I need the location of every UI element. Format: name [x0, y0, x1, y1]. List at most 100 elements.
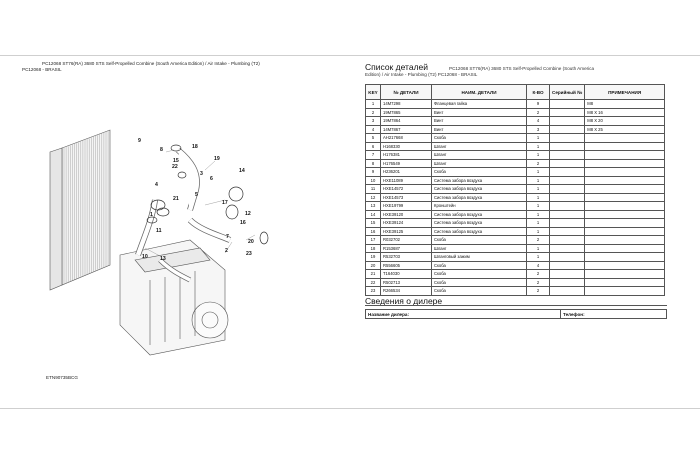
cell-key: 15 [365, 218, 381, 228]
cell-name: Скоба [431, 260, 527, 270]
cell-name: Винт [431, 124, 527, 134]
cell-note [584, 201, 665, 211]
cell-key: 14 [365, 209, 381, 219]
cell-serial [548, 209, 586, 219]
callout-label: 16 [240, 220, 246, 226]
cell-qty: 1 [526, 209, 550, 219]
cell-name: Скоба [431, 167, 527, 177]
callout-label: 14 [239, 168, 245, 174]
cell-name: Система забора воздуха [431, 192, 527, 202]
parts-table: KEY № ДЕТАЛИ НАИМ. ДЕТАЛИ К-ВО Серийный … [365, 84, 665, 296]
cell-serial [548, 243, 586, 253]
callout-label: 15 [173, 158, 179, 164]
dealer-name-field: Название дилера: [365, 309, 561, 319]
callout-label: 6 [210, 176, 213, 182]
figure-id: ETN90735BCG [46, 375, 78, 380]
cell-part-no: AH217668 [380, 133, 432, 143]
parts-list-title: Список деталей [365, 62, 429, 72]
cell-qty: 1 [526, 133, 550, 143]
cell-serial [548, 277, 586, 287]
cell-note [584, 209, 665, 219]
cell-qty: 2 [526, 107, 550, 117]
cell-key: 11 [365, 184, 381, 194]
cell-qty: 2 [526, 269, 550, 279]
cell-name: Шланг [431, 141, 527, 151]
cell-serial [548, 184, 586, 194]
cell-name: Шланг [431, 243, 527, 253]
dealer-divider [365, 305, 667, 306]
cell-qty: 1 [526, 175, 550, 185]
cell-serial [548, 218, 586, 228]
cell-key: 1 [365, 99, 381, 109]
cell-note [584, 252, 665, 262]
cell-name: Система забора воздуха [431, 218, 527, 228]
cell-part-no: R032702 [380, 235, 432, 245]
dealer-info-table: Название дилера: Телефон: [365, 309, 667, 319]
cell-name: Винт [431, 107, 527, 117]
cell-serial [548, 150, 586, 160]
callout-label: 11 [156, 228, 162, 234]
cell-serial [548, 286, 586, 296]
callout-label: 4 [155, 182, 158, 188]
cell-qty: 2 [526, 158, 550, 168]
engine-block-drawing [119, 239, 229, 356]
cell-qty: 2 [526, 286, 550, 296]
air-pipes-drawing [135, 147, 232, 283]
cell-note [584, 218, 665, 228]
callout-label: 20 [248, 239, 254, 245]
cell-serial [548, 158, 586, 168]
cell-key: 17 [365, 235, 381, 245]
cell-part-no: 14M7867 [380, 124, 432, 134]
radiator-drawing [49, 129, 111, 291]
callout-label: 3 [200, 171, 203, 177]
cell-part-no: HXE19799 [380, 201, 432, 211]
cell-key: 16 [365, 226, 381, 236]
clamps-drawing [146, 144, 269, 245]
cell-qty: 1 [526, 167, 550, 177]
cell-key: 6 [365, 141, 381, 151]
cell-serial [548, 226, 586, 236]
cell-qty: 1 [526, 184, 550, 194]
cell-serial [548, 124, 586, 134]
diagram-header: PC12068 ST76(RA) 3680 STS Self-Propelled… [22, 61, 322, 73]
parts-table-header: KEY № ДЕТАЛИ НАИМ. ДЕТАЛИ К-ВО Серийный … [365, 84, 665, 100]
cell-qty: 2 [526, 235, 550, 245]
cell-key: 9 [365, 167, 381, 177]
cell-name: Система забора воздуха [431, 226, 527, 236]
cell-note [584, 277, 665, 287]
cell-key: 8 [365, 158, 381, 168]
parts-list-subtitle: PC12068 ST76(RA) 3680 STS Self-Propelled… [365, 66, 645, 78]
cell-serial [548, 99, 586, 109]
cell-part-no: R153687 [380, 243, 432, 253]
cell-part-no: 19M7865 [380, 107, 432, 117]
callout-label: 10 [142, 254, 148, 260]
cell-part-no: R502713 [380, 277, 432, 287]
cell-key: 21 [365, 269, 381, 279]
callout-label: 17 [222, 200, 228, 206]
callout-label: 9 [138, 138, 141, 144]
callout-label: 19 [214, 156, 220, 162]
cell-name: Система забора воздуха [431, 184, 527, 194]
cell-name: Шланг [431, 158, 527, 168]
cell-part-no: R266534 [380, 286, 432, 296]
parts-list-subtitle-line1: PC12068 ST76(RA) 3680 STS Self-Propelled… [449, 66, 595, 71]
dealer-phone-field: Телефон: [560, 309, 667, 319]
callout-label: 23 [246, 251, 252, 257]
cell-note: M8 X 16 [584, 107, 665, 117]
cell-key: 4 [365, 124, 381, 134]
cell-serial [548, 201, 586, 211]
